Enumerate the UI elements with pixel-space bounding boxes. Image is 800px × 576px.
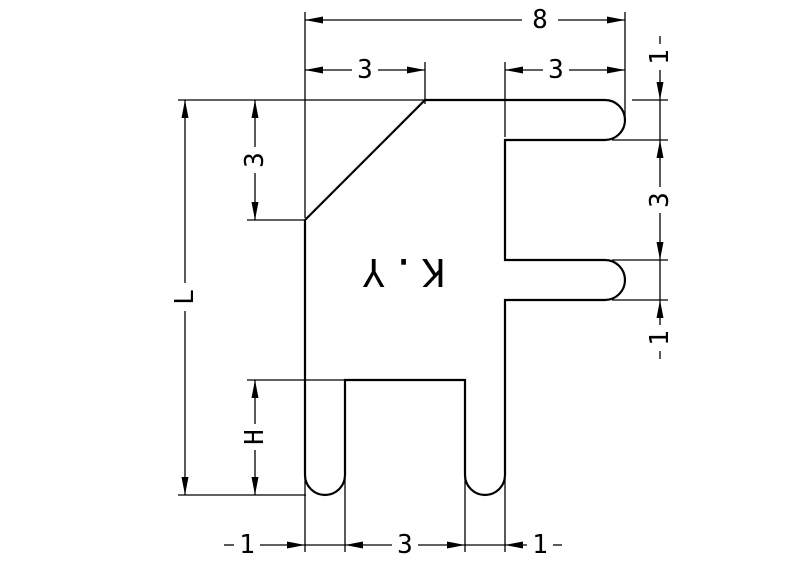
- arrowhead: [181, 100, 189, 118]
- arrowhead: [251, 100, 259, 118]
- arrowhead: [656, 242, 664, 260]
- dim-bottom-right-label: 1: [532, 530, 548, 560]
- arrowhead: [305, 66, 323, 74]
- arrowheads: [181, 16, 664, 549]
- arrowhead: [505, 66, 523, 74]
- arrowhead: [505, 541, 523, 549]
- arrowhead: [251, 477, 259, 495]
- arrowhead: [407, 66, 425, 74]
- arrowhead: [305, 16, 323, 24]
- arrowhead: [656, 82, 664, 100]
- arrowhead: [607, 66, 625, 74]
- dim-top-width-label: 8: [532, 5, 548, 35]
- dim-bottom-left-label: 1: [239, 530, 255, 560]
- dim-top-left-label: 3: [357, 55, 373, 85]
- dim-top-right-label: 3: [548, 55, 564, 85]
- arrowhead: [251, 202, 259, 220]
- arrowhead: [447, 541, 465, 549]
- dim-right-middle-label: 3: [645, 192, 675, 208]
- arrowhead: [251, 380, 259, 398]
- dim-right-bottom-label: 1: [645, 330, 675, 346]
- arrowhead: [656, 300, 664, 318]
- arrowhead: [287, 541, 305, 549]
- part-outline: [303, 98, 627, 497]
- part-mark-text: K.Y: [355, 250, 445, 294]
- arrowhead: [181, 477, 189, 495]
- dim-left-upper-label: 3: [240, 152, 270, 168]
- extension-lines: [178, 12, 668, 552]
- arrowhead: [345, 541, 363, 549]
- dim-left-overall-label: L: [170, 289, 200, 305]
- dimension-labels: 8 3 3 L 3 H 1 3 1 1 3 1: [170, 5, 675, 560]
- dim-bottom-middle-label: 3: [397, 530, 413, 560]
- dim-left-lower-label: H: [240, 429, 270, 445]
- arrowhead: [656, 140, 664, 158]
- arrowhead: [607, 16, 625, 24]
- dim-right-top-label: 1: [645, 49, 675, 65]
